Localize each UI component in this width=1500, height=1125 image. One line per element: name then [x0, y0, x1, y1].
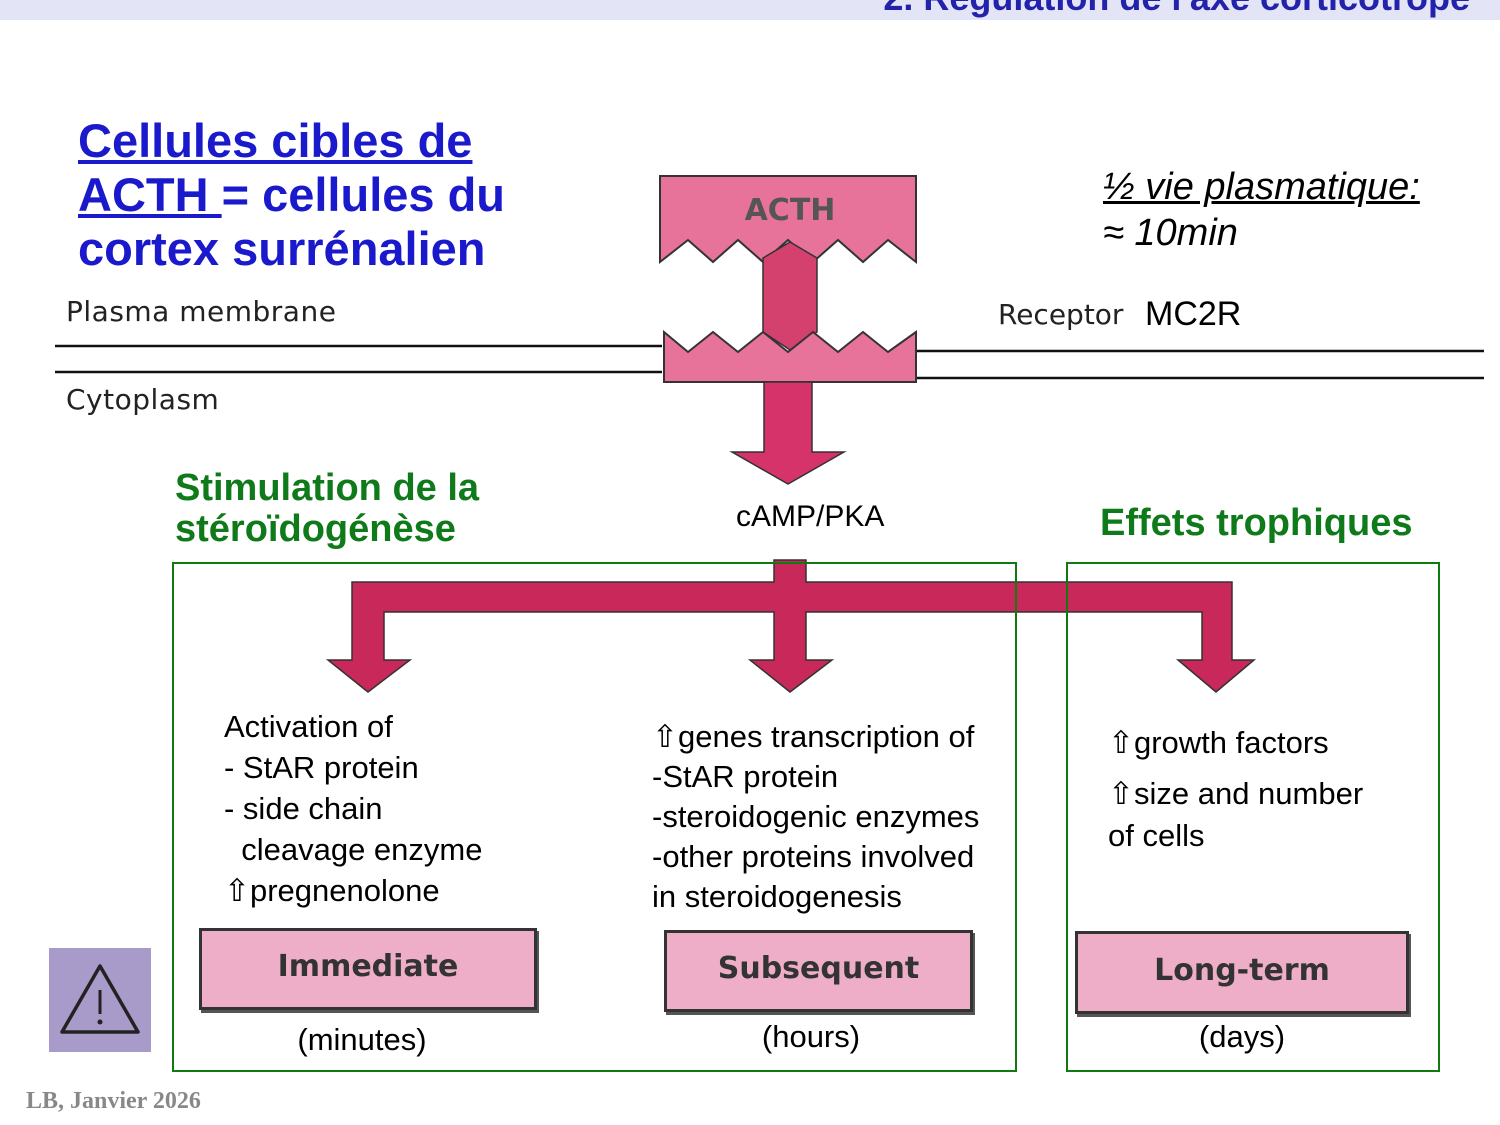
steroidogenesis-panel: [172, 562, 1017, 1072]
title-acth: ACTH: [78, 168, 222, 221]
cytoplasm-label: Cytoplasm: [66, 383, 220, 416]
subsequent-line-2: -StAR protein: [652, 759, 839, 794]
receptor-label: Receptor: [998, 298, 1124, 331]
immediate-line-3: - side chain: [224, 791, 383, 826]
subsequent-line-3: -steroidogenic enzymes: [652, 799, 980, 834]
immediate-effects-text: Activation of - StAR protein - side chai…: [224, 706, 482, 911]
immediate-timing: (minutes): [297, 1022, 427, 1057]
immediate-phase-label: Immediate: [277, 949, 459, 984]
trophic-panel: [1066, 562, 1440, 1072]
longterm-line-3: of cells: [1108, 818, 1205, 853]
steroidogenesis-heading-line-2: stéroïdogénèse: [175, 508, 456, 550]
slide-header-title: 2. Régulation de l'axe corticotrope: [780, 0, 1470, 18]
subsequent-phase-label: Subsequent: [717, 951, 920, 986]
plasma-membrane-label: Plasma membrane: [66, 295, 337, 328]
subsequent-line-1: ⇧genes transcription of: [652, 719, 975, 754]
steroidogenesis-heading: Stimulation de la stéroïdogénèse: [175, 468, 479, 550]
subsequent-line-5: in steroidogenesis: [652, 879, 902, 914]
immediate-line-4: cleavage enzyme: [224, 832, 483, 867]
half-life-label: ½ vie plasmatique:: [1103, 166, 1420, 208]
longterm-line-2: ⇧size and number: [1108, 776, 1364, 811]
branch-arrows: [325, 559, 1257, 693]
steroidogenesis-heading-line-1: Stimulation de la: [175, 467, 480, 509]
longterm-effects-text: ⇧growth factors ⇧size and number of cell…: [1108, 720, 1363, 854]
title-line-1: Cellules cibles de: [78, 114, 473, 167]
subsequent-line-4: -other proteins involved: [652, 839, 975, 874]
header-bar: [0, 0, 1500, 20]
longterm-phase-box: Long-term: [1075, 931, 1409, 1014]
half-life-note: ½ vie plasmatique: ≈ 10min: [1103, 164, 1420, 256]
immediate-line-1: Activation of: [224, 709, 393, 744]
title-line-3: cortex surrénalien: [78, 222, 486, 275]
signal-down-arrow: [729, 381, 847, 485]
half-life-value: ≈ 10min: [1103, 212, 1238, 254]
longterm-line-1: ⇧growth factors: [1108, 725, 1329, 760]
receptor-name: MC2R: [1145, 295, 1242, 333]
slide-title: Cellules cibles de ACTH = cellules du co…: [78, 114, 598, 276]
immediate-line-2: - StAR protein: [224, 750, 419, 785]
subsequent-effects-text: ⇧genes transcription of -StAR protein -s…: [652, 717, 979, 917]
title-rest: = cellules du: [221, 168, 506, 221]
immediate-line-5: ⇧pregnenolone: [224, 873, 440, 908]
footer-credit: LB, Janvier 2026: [26, 1088, 201, 1114]
camp-pka-label: cAMP/PKA: [736, 500, 885, 533]
acth-receptor-link: [762, 241, 818, 351]
immediate-phase-box: Immediate: [199, 928, 537, 1010]
longterm-phase-label: Long-term: [1154, 953, 1330, 988]
subsequent-phase-box: Subsequent: [664, 930, 973, 1012]
acth-label: ACTH: [744, 193, 836, 228]
receptor-shape: [663, 329, 917, 383]
longterm-timing: (days): [1198, 1019, 1286, 1054]
subsequent-timing: (hours): [761, 1019, 861, 1054]
warning-triangle-icon: [60, 964, 140, 1034]
trophic-effects-heading: Effets trophiques: [1100, 502, 1413, 544]
